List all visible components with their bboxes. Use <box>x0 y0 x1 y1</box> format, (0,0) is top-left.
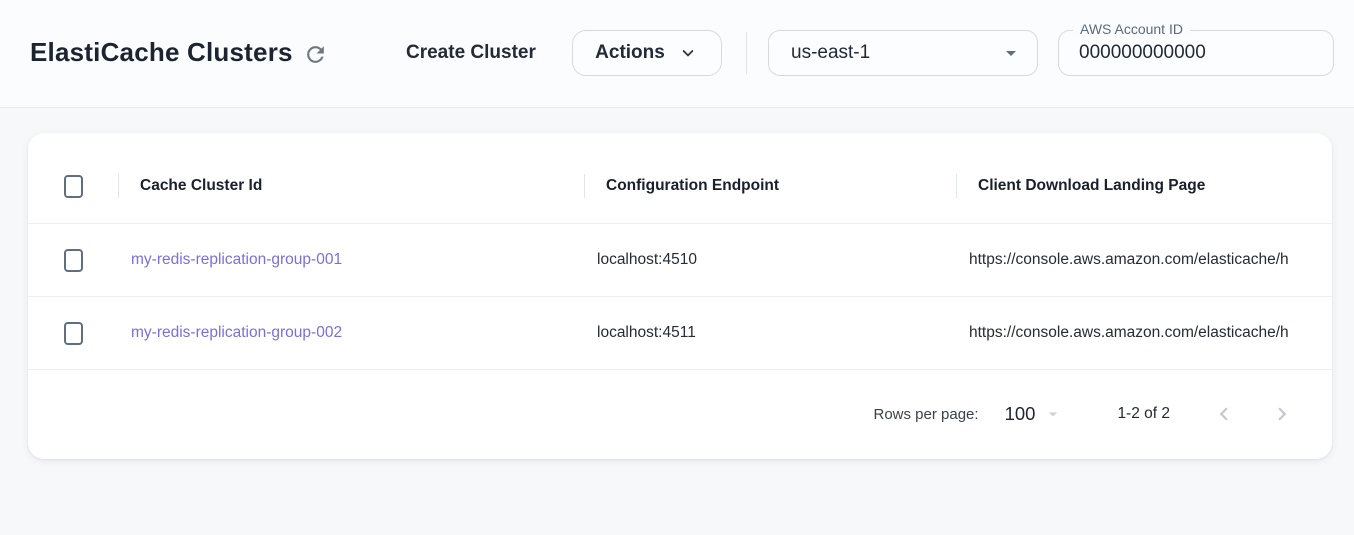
client-download-landing-page-cell: https://console.aws.amazon.com/elasticac… <box>969 251 1289 268</box>
aws-account-id-field: AWS Account ID <box>1058 21 1334 76</box>
column-separator <box>956 174 957 198</box>
column-header-configuration-endpoint[interactable]: Configuration Endpoint <box>584 174 956 198</box>
dropdown-caret-icon <box>999 41 1023 65</box>
aws-account-id-label: AWS Account ID <box>1073 21 1190 37</box>
client-download-landing-page-cell: https://console.aws.amazon.com/elasticac… <box>969 324 1289 341</box>
rows-per-page-value: 100 <box>1004 403 1036 424</box>
pagination-range-label: 1-2 of 2 <box>1117 405 1170 422</box>
select-all-checkbox[interactable] <box>63 174 83 198</box>
chevron-left-icon <box>1211 401 1237 427</box>
rows-per-page-label: Rows per page: <box>873 405 979 423</box>
row-checkbox[interactable] <box>63 248 83 272</box>
create-cluster-button[interactable]: Create Cluster <box>406 30 536 76</box>
row-checkbox[interactable] <box>63 321 83 345</box>
clusters-table-card: Cache Cluster Id Configuration Endpoint … <box>28 133 1332 459</box>
previous-page-button[interactable] <box>1204 394 1244 434</box>
page-title: ElastiCache Clusters <box>30 37 293 67</box>
table-row: my-redis-replication-group-002 localhost… <box>28 297 1332 370</box>
cluster-link[interactable]: my-redis-replication-group-001 <box>131 251 343 268</box>
refresh-button[interactable] <box>302 41 328 67</box>
configuration-endpoint-cell: localhost:4510 <box>597 251 697 268</box>
actions-button[interactable]: Actions <box>572 30 722 76</box>
topbar: ElastiCache Clusters Create Cluster Acti… <box>0 0 1354 108</box>
table-header-row: Cache Cluster Id Configuration Endpoint … <box>28 149 1332 224</box>
column-separator <box>118 174 119 198</box>
configuration-endpoint-cell: localhost:4511 <box>597 324 696 341</box>
cache-cluster-id-cell: my-redis-replication-group-001 <box>118 251 584 269</box>
header-checkbox-cell <box>28 174 118 198</box>
column-header-label: Client Download Landing Page <box>978 177 1206 194</box>
dropdown-caret-icon <box>1043 404 1063 424</box>
column-header-cache-cluster-id[interactable]: Cache Cluster Id <box>118 174 584 198</box>
chevron-right-icon <box>1269 401 1295 427</box>
table-pagination: Rows per page: 100 1-2 of 2 <box>28 370 1332 458</box>
clusters-table: Cache Cluster Id Configuration Endpoint … <box>28 133 1332 458</box>
column-header-label: Cache Cluster Id <box>140 177 263 194</box>
refresh-icon <box>303 42 328 67</box>
region-select[interactable]: us-east-1 <box>768 30 1038 76</box>
column-header-client-download-landing-page[interactable]: Client Download Landing Page <box>956 174 1332 198</box>
chevron-down-icon <box>677 42 699 64</box>
column-header-label: Configuration Endpoint <box>606 177 780 194</box>
topbar-divider <box>746 32 747 74</box>
row-checkbox-cell <box>28 321 118 345</box>
row-checkbox-cell <box>28 248 118 272</box>
table-row: my-redis-replication-group-001 localhost… <box>28 224 1332 297</box>
column-separator <box>584 174 585 198</box>
rows-per-page-select[interactable]: 100 <box>1005 403 1064 425</box>
aws-account-id-input[interactable] <box>1059 31 1333 75</box>
actions-button-label: Actions <box>595 42 665 63</box>
cluster-link[interactable]: my-redis-replication-group-002 <box>131 324 343 341</box>
cache-cluster-id-cell: my-redis-replication-group-002 <box>118 324 584 342</box>
next-page-button[interactable] <box>1262 394 1302 434</box>
region-select-value: us-east-1 <box>791 42 871 63</box>
